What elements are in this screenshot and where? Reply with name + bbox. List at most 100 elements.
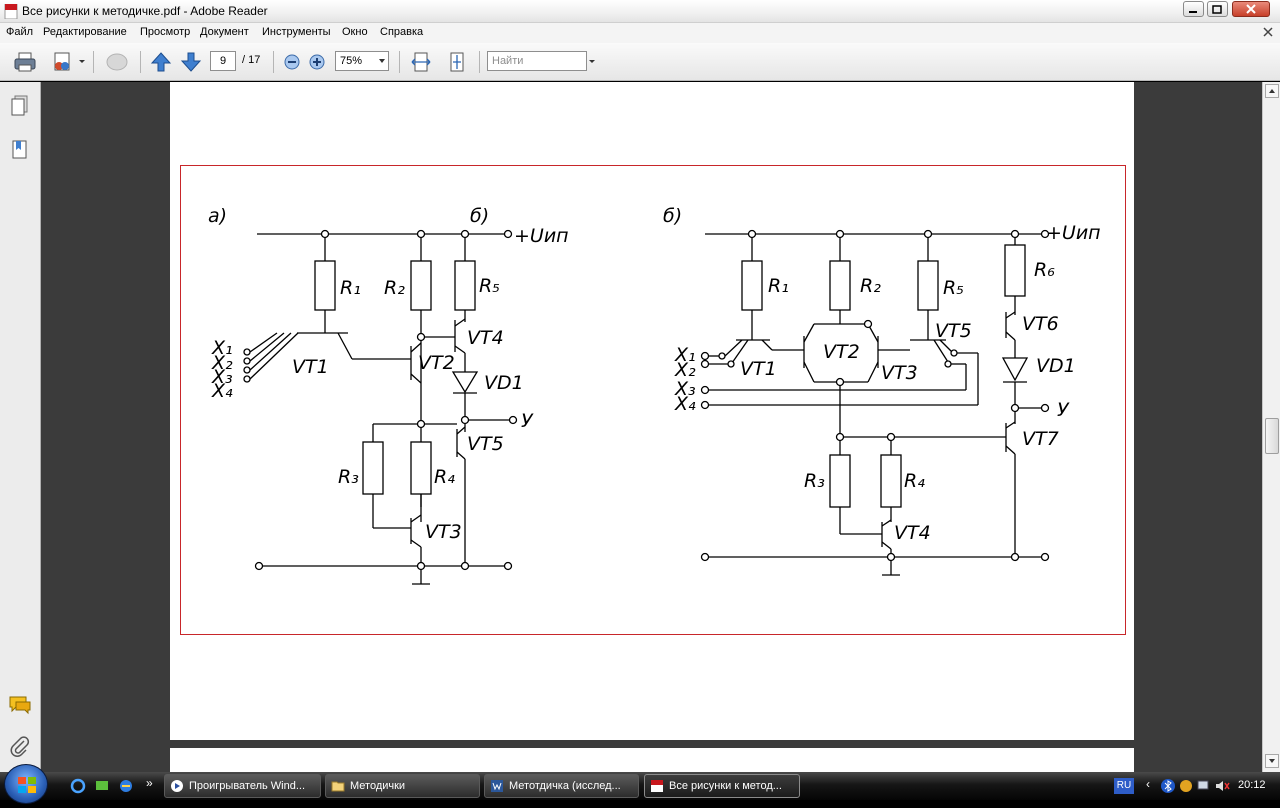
label-vt3-a: VT3 xyxy=(425,521,462,543)
label-vt5-b: VT5 xyxy=(935,320,972,342)
hand-disabled-icon xyxy=(106,53,128,71)
task-adobe-reader[interactable]: Все рисунки к метод... xyxy=(644,774,800,798)
menu-bar: Файл Редактирование Просмотр Документ Ин… xyxy=(0,23,1280,43)
word-document-icon xyxy=(491,780,503,792)
menu-document[interactable]: Документ xyxy=(200,26,249,38)
pdf-page: а) б) +Uип R₁ R₂ R₅ VT1 VT2 VT4 VD1 У VT… xyxy=(170,82,1134,740)
label-out-a: У xyxy=(521,410,534,432)
pdf-app-icon xyxy=(4,4,18,19)
bluetooth-icon[interactable] xyxy=(1160,778,1176,794)
search-input[interactable]: Найти xyxy=(487,51,587,71)
figure-frame xyxy=(180,165,1126,635)
label-x1-b: X₁ xyxy=(674,344,696,366)
task-label: Методички xyxy=(350,780,406,792)
label-supply-a: +Uип xyxy=(514,225,569,247)
label-vt2-b: VT2 xyxy=(823,341,860,363)
document-close-icon[interactable] xyxy=(1262,26,1274,38)
label-x2-b: X₂ xyxy=(674,359,696,381)
ie-quicklaunch-icon[interactable] xyxy=(70,778,86,794)
toolbar: 9 / 17 75% Найти xyxy=(0,43,1280,81)
label-r5-b: R₅ xyxy=(943,277,964,299)
label-r5-a: R₅ xyxy=(479,275,500,297)
circuit-b: б) +Uип R₁ R₂ R₅ R₆ VT2 VT1 VT3 VT5 VT6 … xyxy=(663,205,1101,576)
toolbar-divider xyxy=(140,51,141,73)
bookmarks-icon[interactable] xyxy=(9,138,31,162)
label-x3-b: X₃ xyxy=(674,378,696,400)
menu-view[interactable]: Просмотр xyxy=(140,26,191,38)
document-viewport[interactable]: а) б) +Uип R₁ R₂ R₅ VT1 VT2 VT4 VD1 У VT… xyxy=(41,82,1262,772)
label-vt2-a: VT2 xyxy=(418,352,455,374)
language-indicator[interactable]: RU xyxy=(1114,778,1134,794)
toolbar-divider xyxy=(479,51,480,73)
task-label: Метотдичка (исслед... xyxy=(509,780,621,792)
print-icon[interactable] xyxy=(12,50,38,74)
fit-width-icon[interactable] xyxy=(409,50,433,74)
label-r1-b: R₁ xyxy=(768,275,789,297)
page-number-input[interactable]: 9 xyxy=(210,51,236,71)
previous-page-icon[interactable] xyxy=(149,50,173,74)
task-label: Проигрыватель Wind... xyxy=(189,780,306,792)
label-x1-a: X₁ xyxy=(211,337,233,359)
label-vd1-a: VD1 xyxy=(484,372,524,394)
label-vd1-b: VD1 xyxy=(1036,355,1076,377)
next-page-icon[interactable] xyxy=(179,50,203,74)
label-title-a: а) xyxy=(208,205,227,227)
label-vt1-a: VT1 xyxy=(292,356,329,378)
label-x4-a: X₄ xyxy=(211,380,233,402)
clock[interactable]: 20:12 xyxy=(1238,779,1266,791)
restore-icon xyxy=(1212,5,1222,14)
window-title: Все рисунки к методичке.pdf - Adobe Read… xyxy=(22,4,268,18)
chevron-down-icon[interactable] xyxy=(78,52,86,70)
label-vt4-b: VT4 xyxy=(894,522,931,544)
task-folder[interactable]: Методички xyxy=(325,774,480,798)
comments-icon[interactable] xyxy=(8,694,32,716)
attachment-icon[interactable] xyxy=(9,736,31,758)
quicklaunch-more-icon[interactable]: » xyxy=(146,776,153,790)
label-r2-b: R₂ xyxy=(860,275,881,297)
minimize-icon xyxy=(1189,11,1197,13)
pages-icon[interactable] xyxy=(9,94,31,118)
menu-tools[interactable]: Инструменты xyxy=(262,26,331,38)
fit-page-icon[interactable] xyxy=(445,50,469,74)
label-vt1-b: VT1 xyxy=(740,358,777,380)
menu-edit[interactable]: Редактирование xyxy=(43,26,127,38)
zoom-select[interactable]: 75% xyxy=(335,51,389,71)
label-vt4-a: VT4 xyxy=(467,327,504,349)
task-word-document[interactable]: Метотдичка (исслед... xyxy=(484,774,639,798)
start-button[interactable] xyxy=(4,764,48,804)
antivirus-icon[interactable] xyxy=(1178,778,1194,794)
desktop-quicklaunch-icon[interactable] xyxy=(94,778,110,794)
minimize-button[interactable] xyxy=(1183,1,1204,17)
menu-file[interactable]: Файл xyxy=(6,26,34,38)
label-x3-a: X₃ xyxy=(211,366,233,388)
toolbar-divider xyxy=(399,51,400,73)
scroll-up-icon xyxy=(1269,89,1275,93)
navigation-panel xyxy=(0,82,41,772)
circuit-a: а) б) +Uип R₁ R₂ R₅ VT1 VT2 VT4 VD1 У VT… xyxy=(208,205,569,585)
label-title-b: б) xyxy=(470,205,489,227)
scroll-down-button[interactable] xyxy=(1265,754,1279,768)
volume-icon[interactable] xyxy=(1214,778,1230,794)
restore-button[interactable] xyxy=(1207,1,1228,17)
scroll-thumb[interactable] xyxy=(1265,418,1279,454)
task-media-player[interactable]: Проигрыватель Wind... xyxy=(164,774,321,798)
zoom-in-icon[interactable] xyxy=(307,50,327,74)
browser-quicklaunch-icon[interactable] xyxy=(118,778,134,794)
tray-expand-icon[interactable]: ‹ xyxy=(1146,777,1150,791)
close-button[interactable] xyxy=(1232,1,1270,17)
scroll-up-button[interactable] xyxy=(1265,84,1279,98)
collaborate-icon[interactable] xyxy=(50,50,76,74)
network-icon[interactable] xyxy=(1196,778,1212,794)
chevron-down-icon[interactable] xyxy=(588,52,596,70)
folder-icon xyxy=(331,781,345,792)
vertical-scrollbar[interactable] xyxy=(1262,82,1280,772)
pdf-page-next xyxy=(170,748,1134,772)
label-title-b2: б) xyxy=(663,205,682,227)
menu-help[interactable]: Справка xyxy=(380,26,424,38)
label-x2-a: X₂ xyxy=(211,352,233,374)
circuit-schematics: а) б) +Uип R₁ R₂ R₅ VT1 VT2 VT4 VD1 У VT… xyxy=(208,205,1101,585)
menu-window[interactable]: Окно xyxy=(342,26,368,38)
pdf-icon xyxy=(651,780,663,792)
label-r6-b: R₆ xyxy=(1034,259,1055,281)
zoom-out-icon[interactable] xyxy=(282,50,302,74)
